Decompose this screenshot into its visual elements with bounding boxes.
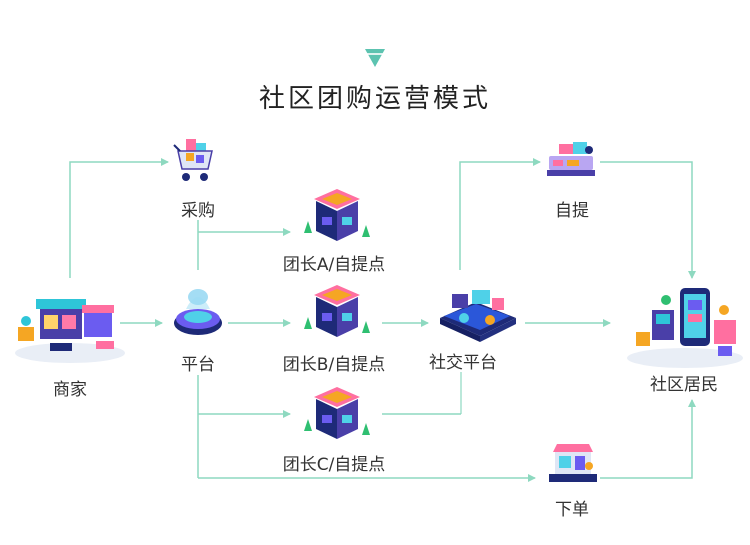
down-triangle-icon: [365, 49, 385, 67]
social-platform-icon: [440, 290, 516, 342]
node-label-purchase: 采购: [181, 201, 215, 221]
platform-hologram-icon: [174, 289, 222, 335]
building-icon: [304, 387, 370, 439]
connector-pickup-to-residents: [600, 161, 696, 279]
node-label-merchant: 商家: [53, 380, 87, 400]
residents-icon: [627, 288, 743, 368]
page-title: 社区团购运营模式: [258, 84, 491, 114]
building-icon: [304, 285, 370, 337]
node-label-leader-c: 团长C/自提点: [282, 455, 386, 475]
shop-icon: [15, 299, 125, 363]
node-label-residents: 社区居民: [650, 375, 718, 395]
node-label-pickup: 自提: [555, 201, 589, 221]
node-label-platform: 平台: [181, 355, 215, 375]
building-icon: [304, 189, 370, 241]
order-stall-icon: [549, 444, 597, 482]
node-label-leader-b: 团长B/自提点: [282, 355, 386, 375]
shopping-cart-icon: [173, 139, 213, 181]
node-label-leader-a: 团长A/自提点: [282, 255, 386, 275]
pickup-icon: [547, 142, 595, 176]
node-label-order: 下单: [555, 500, 589, 520]
connector-merchant-to-purchase: [69, 158, 169, 278]
connector-order-to-residents: [600, 399, 696, 479]
node-label-social: 社交平台: [429, 353, 497, 373]
connector-leader-a-to-pickup: [459, 158, 541, 270]
